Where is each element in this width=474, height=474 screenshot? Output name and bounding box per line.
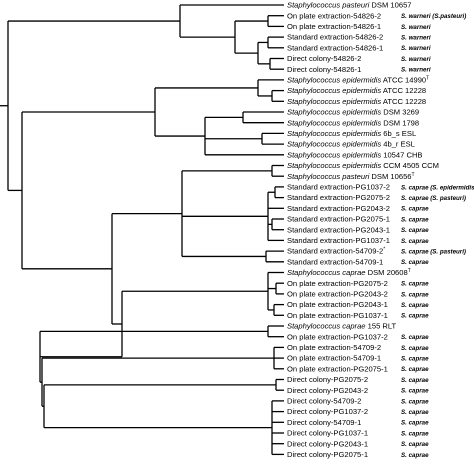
leaf-label: Direct colony-PG2043-1 [287, 439, 368, 448]
leaf-label: On plate extraction-54709-2 [287, 343, 381, 352]
leaf-label: Direct colony-54709-1 [287, 418, 361, 427]
tree-branches [0, 4, 284, 456]
identification-label: S. caprae [401, 291, 429, 298]
leaf-label: Direct colony-PG2075-2 [287, 375, 368, 384]
leaf-label: Direct colony-PG1037-1 [287, 429, 368, 438]
leaf-label: Staphylococcus caprae 155 RLT [287, 322, 397, 331]
identification-label: S. warneri [401, 45, 431, 52]
leaf-label: Standard extraction-54826-1 [287, 43, 383, 52]
identification-label: S. caprae [401, 302, 429, 309]
identification-label: S. caprae (S. pasteuri) [401, 249, 466, 256]
leaf-label: On plate extraction-PG1037-2 [287, 332, 388, 341]
leaf-label: Staphylococcus epidermidis 4b_r ESL [287, 140, 415, 149]
leaf-label: On plate extraction-54826-2 [287, 11, 381, 20]
identification-label: S. warneri [401, 24, 431, 31]
identification-label: S. caprae [401, 452, 429, 459]
leaf-label: Staphylococcus epidermidis ATCC 12228 [287, 86, 426, 95]
leaf-label: On plate extraction-54826-1 [287, 22, 381, 31]
leaf-label: Direct colony-54709-2 [287, 397, 361, 406]
identification-label: S. caprae [401, 259, 429, 266]
leaf-label: Standard extraction-54826-2 [287, 33, 383, 42]
identification-label: S. caprae [401, 420, 429, 427]
identification-label: S. caprae [401, 366, 429, 373]
identification-label: S. caprae [401, 430, 429, 437]
leaf-label: Standard extraction-54709-2* [287, 247, 385, 256]
leaf-label: Direct colony-54826-2 [287, 54, 361, 63]
leaf-label: Standard extraction-PG1037-1 [287, 236, 390, 245]
leaf-label: Standard extraction-PG2075-2 [287, 193, 390, 202]
leaf-label: Staphylococcus epidermidis ATCC 12228 [287, 97, 426, 106]
leaf-label: On plate extraction-PG2043-2 [287, 290, 388, 299]
identification-label: S. caprae (S. pasteuri) [401, 195, 466, 202]
identification-label: S. warneri [401, 35, 431, 42]
identification-label: S. caprae [401, 356, 429, 363]
leaf-label: Direct colony-54826-1 [287, 65, 361, 74]
leaf-label: Standard extraction-PG2043-2 [287, 204, 390, 213]
leaf-label: On plate extraction-PG2043-1 [287, 300, 388, 309]
leaf-label: Staphylococcus epidermidis CCM 4505 CCM [287, 161, 439, 170]
identification-label: S. caprae [401, 216, 429, 223]
leaf-label: Standard extraction-PG2075-1 [287, 215, 390, 224]
leaf-label: Staphylococcus pasteuri DSM 10657 [287, 1, 412, 10]
identification-label: S. caprae [401, 281, 429, 288]
leaf-label: Standard extraction-54709-1 [287, 257, 383, 266]
identification-label: S. caprae [401, 409, 429, 416]
leaf-label: Direct colony-PG2043-2 [287, 386, 368, 395]
identification-label: S. caprae [401, 313, 429, 320]
identification-label: S. caprae [401, 377, 429, 384]
leaf-label: Standard extraction-PG1037-2 [287, 183, 390, 192]
leaf-label: Staphylococcus pasteuri DSM 10656T [287, 172, 415, 181]
leaf-label: Staphylococcus epidermidis DSM 3269 [287, 108, 419, 117]
identification-label: S. warneri [401, 56, 431, 63]
leaf-label: Staphylococcus epidermidis 10547 CHB [287, 150, 423, 159]
identification-label: S. warneri (S.pasteuri) [401, 13, 466, 20]
leaf-label: On plate extraction-54709-1 [287, 354, 381, 363]
leaf-label: On plate extraction-PG1037-1 [287, 311, 388, 320]
leaf-label: Standard extraction-PG2043-1 [287, 225, 390, 234]
identification-label: S. caprae [401, 238, 429, 245]
identification-label: S. caprae [401, 441, 429, 448]
identification-label: S. caprae [401, 345, 429, 352]
identification-label: S. caprae [401, 334, 429, 341]
leaf-label: On plate extraction-PG2075-1 [287, 364, 388, 373]
identification-label: S. caprae (S. epidermidis) [401, 184, 474, 191]
leaf-label: On plate extraction-PG2075-2 [287, 279, 388, 288]
leaf-label: Staphylococcus epidermidis DSM 1798 [287, 118, 419, 127]
identification-label: S. caprae [401, 388, 429, 395]
leaf-label: Staphylococcus epidermidis ATCC 14990T [287, 76, 429, 85]
identification-label: S. caprae [401, 206, 429, 213]
leaf-label: Staphylococcus caprae DSM 20608T [287, 268, 411, 277]
leaf-label: Direct colony-PG1037-2 [287, 407, 368, 416]
identification-label: S. caprae [401, 398, 429, 405]
leaf-label: Direct colony-PG2075-1 [287, 450, 368, 459]
leaf-label: Staphylococcus epidermidis 6b_s ESL [287, 129, 416, 138]
identification-label: S. caprae [401, 227, 429, 234]
identification-label: S. warneri [401, 67, 431, 74]
